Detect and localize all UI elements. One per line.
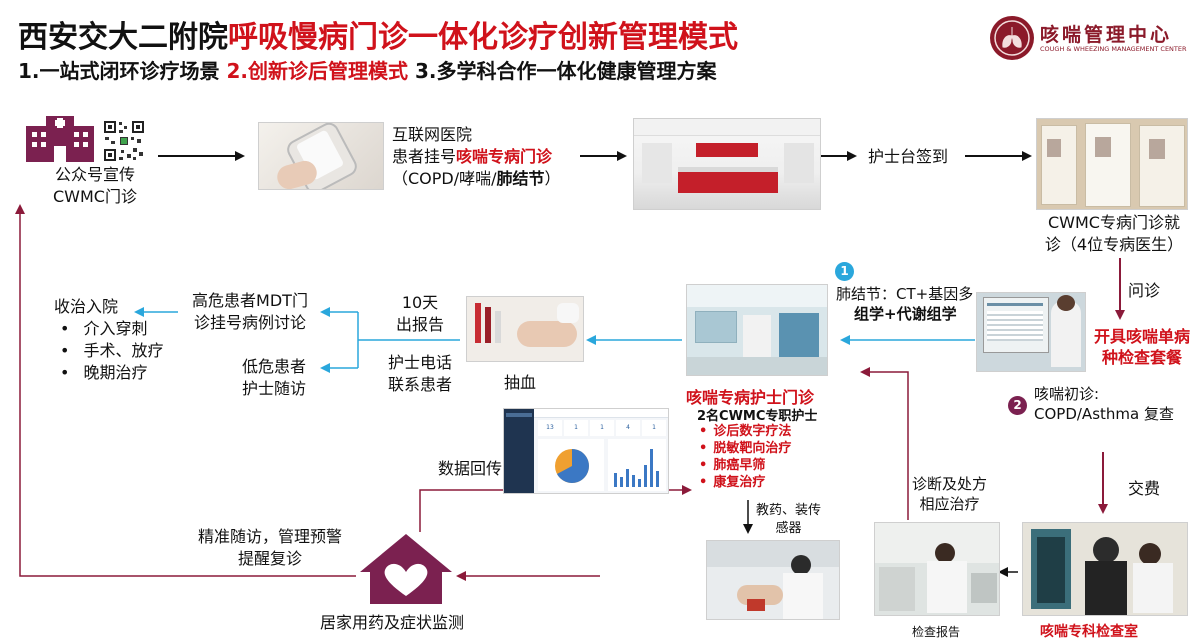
home-heart-icon (356, 530, 456, 610)
report-room-photo (874, 522, 1000, 616)
pay-label: 交费 (1128, 479, 1161, 498)
logo-text-cn: 咳喘管理中心 (1040, 24, 1173, 46)
doctor-boards-photo (1036, 118, 1188, 210)
home-monitoring-label: 居家用药及症状监测 (320, 613, 465, 632)
nurse-phone-label: 护士电话 联系患者 (387, 353, 452, 394)
phone-photo (258, 122, 384, 190)
nurse-clinic-title: 咳喘专病护士门诊 (686, 388, 815, 407)
subtitle-item-2: 2.创新诊后管理模式 (226, 59, 408, 83)
step-1-badge: 1 (835, 262, 854, 281)
hospital-icon (24, 112, 96, 168)
consult-label: 问诊 (1128, 281, 1161, 300)
subtitle-item-1: 1.一站式闭环诊疗场景 (18, 59, 220, 83)
lung-nodule-label: 肺结节：CT+基因多 组学+代谢组学 (836, 285, 974, 323)
kpi-card: 4 (616, 420, 640, 436)
list-item: 手术、放疗 (60, 340, 163, 362)
lungs-icon (994, 20, 1030, 56)
arrow-data-return (419, 485, 692, 532)
dashboard-charts (538, 439, 666, 491)
title-hospital: 西安交大二附院 (18, 20, 228, 55)
kpi-card: 13 (538, 420, 562, 436)
nurse-clinic-photo (686, 284, 828, 376)
list-item: 介入穿刺 (60, 318, 163, 340)
list-item: 康复治疗 (699, 474, 791, 491)
list-item: 晚期治疗 (60, 362, 163, 384)
low-risk-label: 低危患者 护士随访 (241, 357, 306, 398)
report-time-label: 10天 出报告 (395, 293, 444, 334)
blood-label: 抽血 (504, 373, 537, 392)
list-item: 肺癌早筛 (699, 457, 791, 474)
center-logo-emblem (990, 16, 1034, 60)
doctor-screen-photo (976, 292, 1086, 372)
title-model: 呼吸慢病门诊一体化诊疗创新管理模式 (228, 20, 738, 55)
first-visit-label: 咳喘初诊: COPD/Asthma 复查 (1034, 385, 1174, 423)
internet-hospital-label: 互联网医院 患者挂号咳喘专病门诊 （COPD/哮喘/肺结节） (392, 125, 561, 188)
exam-room-label: 咳喘专科检查室 (1040, 624, 1138, 640)
cwmc-clinic-label: CWMC专病门诊就 诊（4位专病医生） (1044, 213, 1184, 254)
nurse-checkin-label: 护士台签到 (868, 147, 949, 166)
list-item: 脱敏靶向治疗 (699, 440, 791, 457)
followup-label: 精准随访，管理预警 提醒复诊 (197, 527, 342, 568)
arrow-home-to-publicity (15, 204, 356, 577)
subtitle-item-3: 3.多学科合作一体化健康管理方案 (414, 59, 717, 83)
kpi-card: 1 (590, 420, 614, 436)
teach-label: 教药、装传 感器 (756, 503, 822, 536)
diagnosis-label: 诊断及处方 相应治疗 (912, 475, 988, 513)
medication-teaching-photo (706, 540, 840, 620)
page-title: 西安交大二附院呼吸慢病门诊一体化诊疗创新管理模式 (18, 12, 738, 56)
logo-text-en: COUGH & WHEEZING MANAGEMENT CENTER (1040, 45, 1187, 53)
exam-report-label: 检查报告 (912, 625, 961, 639)
clinic-lobby-photo (633, 118, 821, 210)
kpi-card: 1 (564, 420, 588, 436)
kpi-card: 1 (642, 420, 666, 436)
exam-room-photo (1022, 522, 1188, 616)
admission-block: 收治入院 介入穿刺 手术、放疗 晚期治疗 (54, 296, 163, 384)
dashboard-screenshot: 13 1 1 4 1 (503, 408, 669, 494)
arrow-diagnosis-to-nurse (860, 367, 909, 520)
subtitle: 1.一站式闭环诊疗场景 2.创新诊后管理模式 3.多学科合作一体化健康管理方案 (18, 55, 716, 84)
admission-title: 收治入院 (54, 297, 119, 316)
blood-draw-photo (466, 296, 584, 362)
order-exam-label: 开具咳喘单病 种检查套餐 (1093, 327, 1190, 367)
data-return-label: 数据回传 (438, 459, 503, 478)
nurse-services-list: 诊后数字疗法 脱敏靶向治疗 肺癌早筛 康复治疗 (699, 423, 791, 491)
high-risk-label: 高危患者MDT门 诊挂号病例讨论 (192, 291, 308, 332)
list-item: 诊后数字疗法 (699, 423, 791, 440)
qr-code-icon (103, 120, 145, 166)
nurse-clinic-staff: 2名CWMC专职护士 (697, 409, 818, 424)
publicity-label: 公众号宣传 CWMC门诊 (53, 165, 137, 206)
step-2-badge: 2 (1008, 396, 1027, 415)
